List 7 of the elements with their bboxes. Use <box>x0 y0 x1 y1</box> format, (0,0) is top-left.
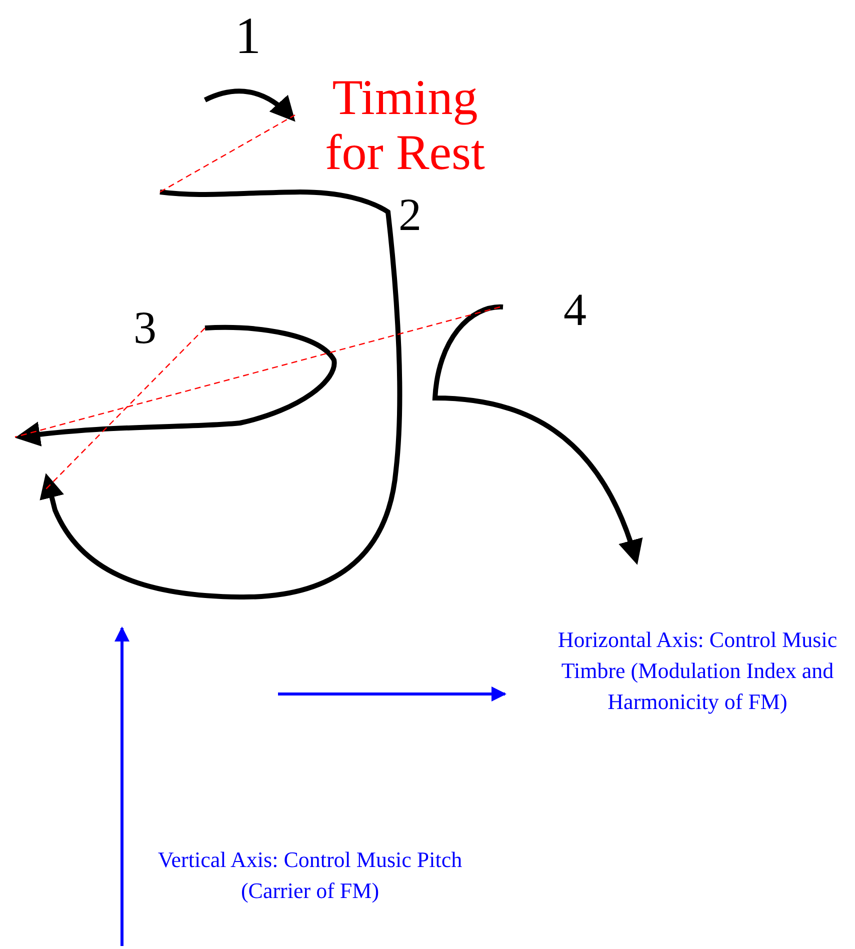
axis-description: Horizontal Axis: Control Music Timbre (Modulation Index and Harmonicity of FM) <box>556 626 838 716</box>
step-number: 1 <box>234 8 262 66</box>
annotation-text: Timing for Rest <box>324 70 486 180</box>
step-number: 3 <box>132 303 158 354</box>
axis-description: Vertical Axis: Control Music Pitch (Carrier of FM) <box>156 846 464 905</box>
step-number: 4 <box>562 285 588 336</box>
step-number: 2 <box>398 190 422 241</box>
